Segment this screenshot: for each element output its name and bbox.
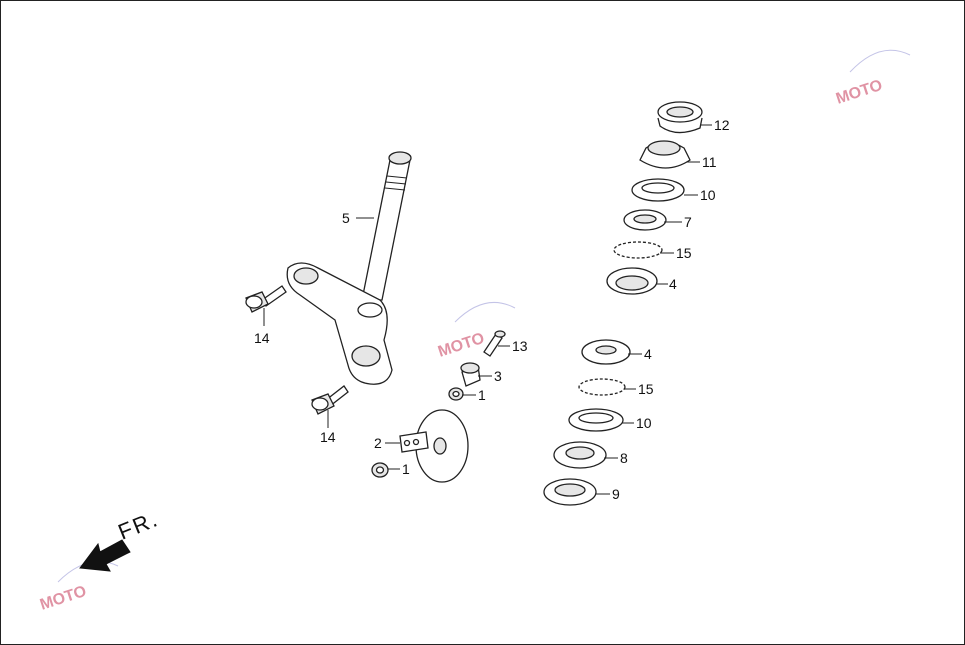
callout-14-upper: 14 <box>254 330 270 346</box>
watermark-text: MOTO <box>834 77 885 108</box>
callout-4-upper: 4 <box>669 276 677 292</box>
front-direction-label: FR. <box>115 506 163 545</box>
nut-1-upper <box>448 387 464 401</box>
callout-3: 3 <box>494 368 502 384</box>
callout-9: 9 <box>612 486 620 502</box>
callout-1-lower: 1 <box>402 461 410 477</box>
callout-15-lower: 15 <box>638 381 654 397</box>
spring-washer-15-lower <box>578 378 626 396</box>
callout-10-lower: 10 <box>636 415 652 431</box>
collar-3 <box>460 362 481 387</box>
horn-2 <box>399 409 469 483</box>
steering-stem-part <box>286 151 412 385</box>
callout-8: 8 <box>620 450 628 466</box>
front-direction-arrow: FR. <box>79 506 163 572</box>
ball-race-10-lower <box>568 408 624 432</box>
nut-1-lower <box>371 462 389 478</box>
ball-race-10-upper <box>631 178 685 202</box>
bottom-cone-race-8 <box>553 441 607 469</box>
watermark-text: MOTO <box>38 583 89 614</box>
callout-2: 2 <box>374 435 382 451</box>
top-cone-race-7 <box>623 209 667 231</box>
dust-seal-9 <box>543 478 597 506</box>
callout-4-lower: 4 <box>644 346 652 362</box>
callout-5: 5 <box>342 210 350 226</box>
ball-race-4-lower <box>581 339 631 365</box>
dust-seal-12 <box>657 101 703 134</box>
callout-10-upper: 10 <box>700 187 716 203</box>
ball-race-4-upper <box>606 267 658 295</box>
watermark-top-right: MOTO <box>834 49 911 108</box>
callout-labels: 12 11 10 7 15 4 5 14 14 13 3 1 2 1 4 15 … <box>254 117 730 502</box>
callout-14-lower: 14 <box>320 429 336 445</box>
adjusting-nut-11 <box>639 140 691 169</box>
callout-7: 7 <box>684 214 692 230</box>
bolt-14-lower <box>311 385 349 415</box>
leader-lines <box>263 124 712 495</box>
bolt-14-upper <box>245 285 287 313</box>
callout-1-upper: 1 <box>478 387 486 403</box>
callout-12: 12 <box>714 117 730 133</box>
bolt-13 <box>483 330 506 357</box>
watermark-text: MOTO <box>436 330 487 361</box>
callout-11: 11 <box>702 154 717 170</box>
spring-washer-15-upper <box>613 241 663 259</box>
callout-15-upper: 15 <box>676 245 692 261</box>
callout-13: 13 <box>512 338 528 354</box>
